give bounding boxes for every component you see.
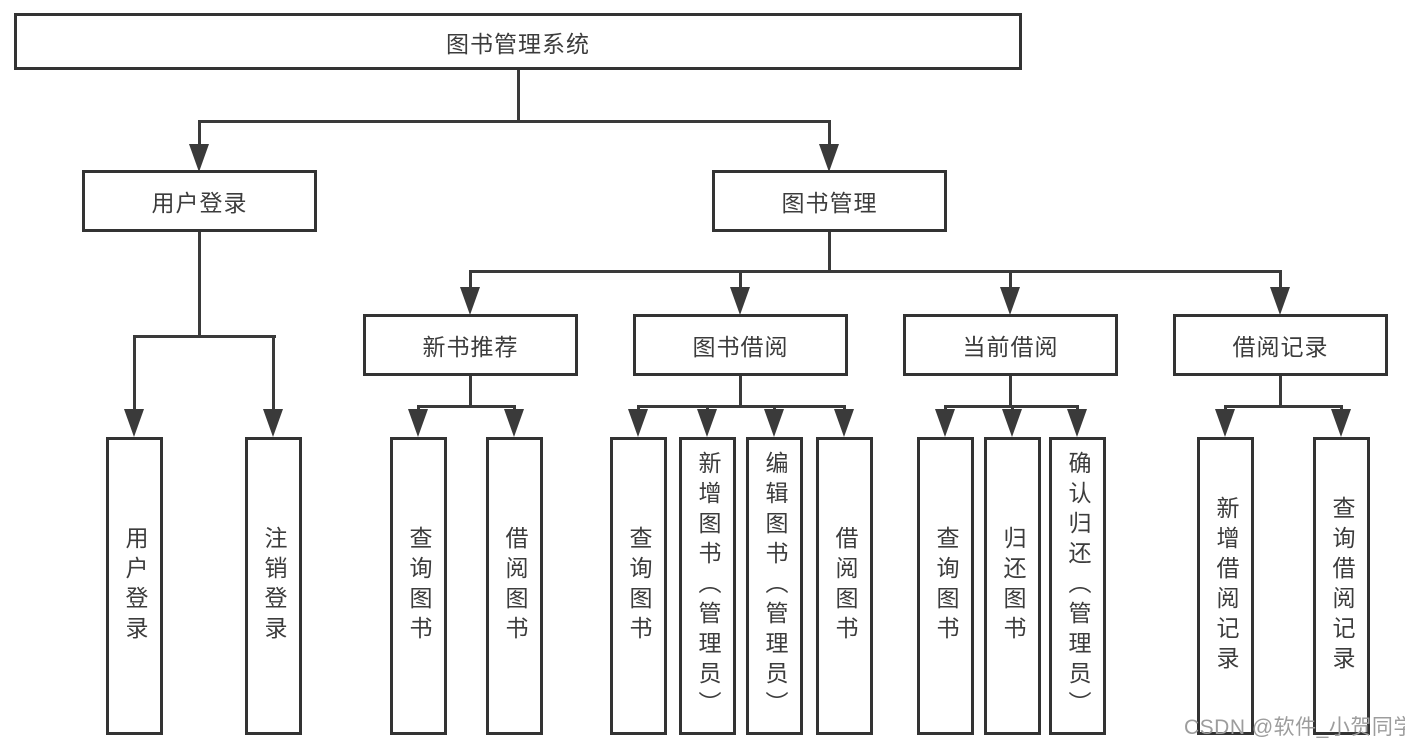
arrowhead-new-book-recommend bbox=[460, 287, 480, 315]
node-user-login: 用户登录 bbox=[82, 170, 317, 232]
edge-stem-leaf-logout bbox=[272, 335, 275, 411]
leaf-logout: 注销登录 bbox=[245, 437, 302, 735]
leaf-recommend-query-books-label: 查询图书 bbox=[406, 526, 432, 646]
leaf-borrowing-borrow-books: 借阅图书 bbox=[816, 437, 873, 735]
edge-user-login-vertical bbox=[198, 232, 201, 335]
edge-current-vertical bbox=[1009, 376, 1012, 405]
node-current-borrowing: 当前借阅 bbox=[903, 314, 1118, 376]
edge-recommend-vertical bbox=[469, 376, 472, 405]
arrowhead-records-query bbox=[1331, 409, 1351, 437]
leaf-current-confirm-return-admin-label: 确认归还（管理员） bbox=[1065, 451, 1091, 721]
leaf-recommend-borrow-books: 借阅图书 bbox=[486, 437, 543, 735]
leaf-borrowing-borrow-books-label: 借阅图书 bbox=[832, 526, 858, 646]
edge-book-management-vertical bbox=[828, 232, 831, 270]
edge-stem-leaf-user-login bbox=[133, 335, 136, 411]
arrowhead-current-return bbox=[1002, 409, 1022, 437]
node-current-borrowing-label: 当前借阅 bbox=[962, 334, 1059, 360]
edge-root-horizontal bbox=[198, 120, 831, 123]
edge-recommend-horizontal bbox=[417, 405, 516, 408]
leaf-records-query-record-label: 查询借阅记录 bbox=[1329, 496, 1355, 676]
node-borrowing-records: 借阅记录 bbox=[1173, 314, 1388, 376]
leaf-user-login-label: 用户登录 bbox=[122, 526, 148, 646]
leaf-records-query-record: 查询借阅记录 bbox=[1313, 437, 1370, 735]
node-new-book-recommend-label: 新书推荐 bbox=[422, 334, 519, 360]
node-book-management-label: 图书管理 bbox=[781, 190, 878, 216]
leaf-user-login: 用户登录 bbox=[106, 437, 163, 735]
edge-borrowing-vertical bbox=[739, 376, 742, 405]
leaf-current-query-books: 查询图书 bbox=[917, 437, 974, 735]
edge-stem-current-borrowing bbox=[1009, 270, 1012, 291]
edge-borrowing-horizontal bbox=[637, 405, 846, 408]
arrowhead-borrowing-edit bbox=[764, 409, 784, 437]
arrowhead-borrowing-records bbox=[1270, 287, 1290, 315]
arrowhead-current-query bbox=[935, 409, 955, 437]
arrowhead-leaf-logout bbox=[263, 409, 283, 437]
leaf-borrowing-query-books: 查询图书 bbox=[610, 437, 667, 735]
arrowhead-borrowing-add bbox=[697, 409, 717, 437]
leaf-current-confirm-return-admin: 确认归还（管理员） bbox=[1049, 437, 1106, 735]
arrowhead-current-confirm bbox=[1067, 409, 1087, 437]
leaf-current-return-books-label: 归还图书 bbox=[1000, 526, 1026, 646]
arrowhead-borrowing-borrow bbox=[834, 409, 854, 437]
edge-stem-borrowing-records bbox=[1279, 270, 1282, 291]
edge-stem-user-login bbox=[198, 120, 201, 146]
node-book-borrowing: 图书借阅 bbox=[633, 314, 848, 376]
edge-root-vertical bbox=[517, 70, 520, 120]
node-new-book-recommend: 新书推荐 bbox=[363, 314, 578, 376]
arrowhead-user-login bbox=[189, 144, 209, 172]
edge-stem-book-borrowing bbox=[739, 270, 742, 291]
leaf-recommend-query-books: 查询图书 bbox=[390, 437, 447, 735]
edge-stem-new-book-recommend bbox=[469, 270, 472, 291]
arrowhead-borrowing-query bbox=[628, 409, 648, 437]
leaf-recommend-borrow-books-label: 借阅图书 bbox=[502, 526, 528, 646]
arrowhead-recommend-query bbox=[408, 409, 428, 437]
node-root: 图书管理系统 bbox=[14, 13, 1022, 70]
edge-book-management-horizontal bbox=[469, 270, 1282, 273]
arrowhead-leaf-user-login bbox=[124, 409, 144, 437]
node-book-borrowing-label: 图书借阅 bbox=[692, 334, 789, 360]
leaf-borrowing-add-books-admin-label: 新增图书（管理员） bbox=[695, 451, 721, 721]
node-borrowing-records-label: 借阅记录 bbox=[1232, 334, 1329, 360]
csdn-watermark: CSDN @软件_小贺同学 bbox=[1184, 716, 1405, 739]
leaf-borrowing-edit-books-admin-label: 编辑图书（管理员） bbox=[762, 451, 788, 721]
edge-stem-book-management bbox=[828, 120, 831, 146]
leaf-borrowing-query-books-label: 查询图书 bbox=[626, 526, 652, 646]
edge-user-login-horizontal bbox=[133, 335, 276, 338]
leaf-logout-label: 注销登录 bbox=[261, 526, 287, 646]
node-root-label: 图书管理系统 bbox=[446, 30, 590, 57]
arrowhead-current-borrowing bbox=[1000, 287, 1020, 315]
arrowhead-book-borrowing bbox=[730, 287, 750, 315]
node-book-management: 图书管理 bbox=[712, 170, 947, 232]
node-user-login-label: 用户登录 bbox=[151, 190, 248, 216]
arrowhead-records-add bbox=[1215, 409, 1235, 437]
edge-records-vertical bbox=[1279, 376, 1282, 405]
leaf-records-add-record: 新增借阅记录 bbox=[1197, 437, 1254, 735]
leaf-borrowing-edit-books-admin: 编辑图书（管理员） bbox=[746, 437, 803, 735]
leaf-current-return-books: 归还图书 bbox=[984, 437, 1041, 735]
arrowhead-book-management bbox=[819, 144, 839, 172]
arrowhead-recommend-borrow bbox=[504, 409, 524, 437]
leaf-records-add-record-label: 新增借阅记录 bbox=[1213, 496, 1239, 676]
leaf-borrowing-add-books-admin: 新增图书（管理员） bbox=[679, 437, 736, 735]
edge-records-horizontal bbox=[1224, 405, 1343, 408]
leaf-current-query-books-label: 查询图书 bbox=[933, 526, 959, 646]
